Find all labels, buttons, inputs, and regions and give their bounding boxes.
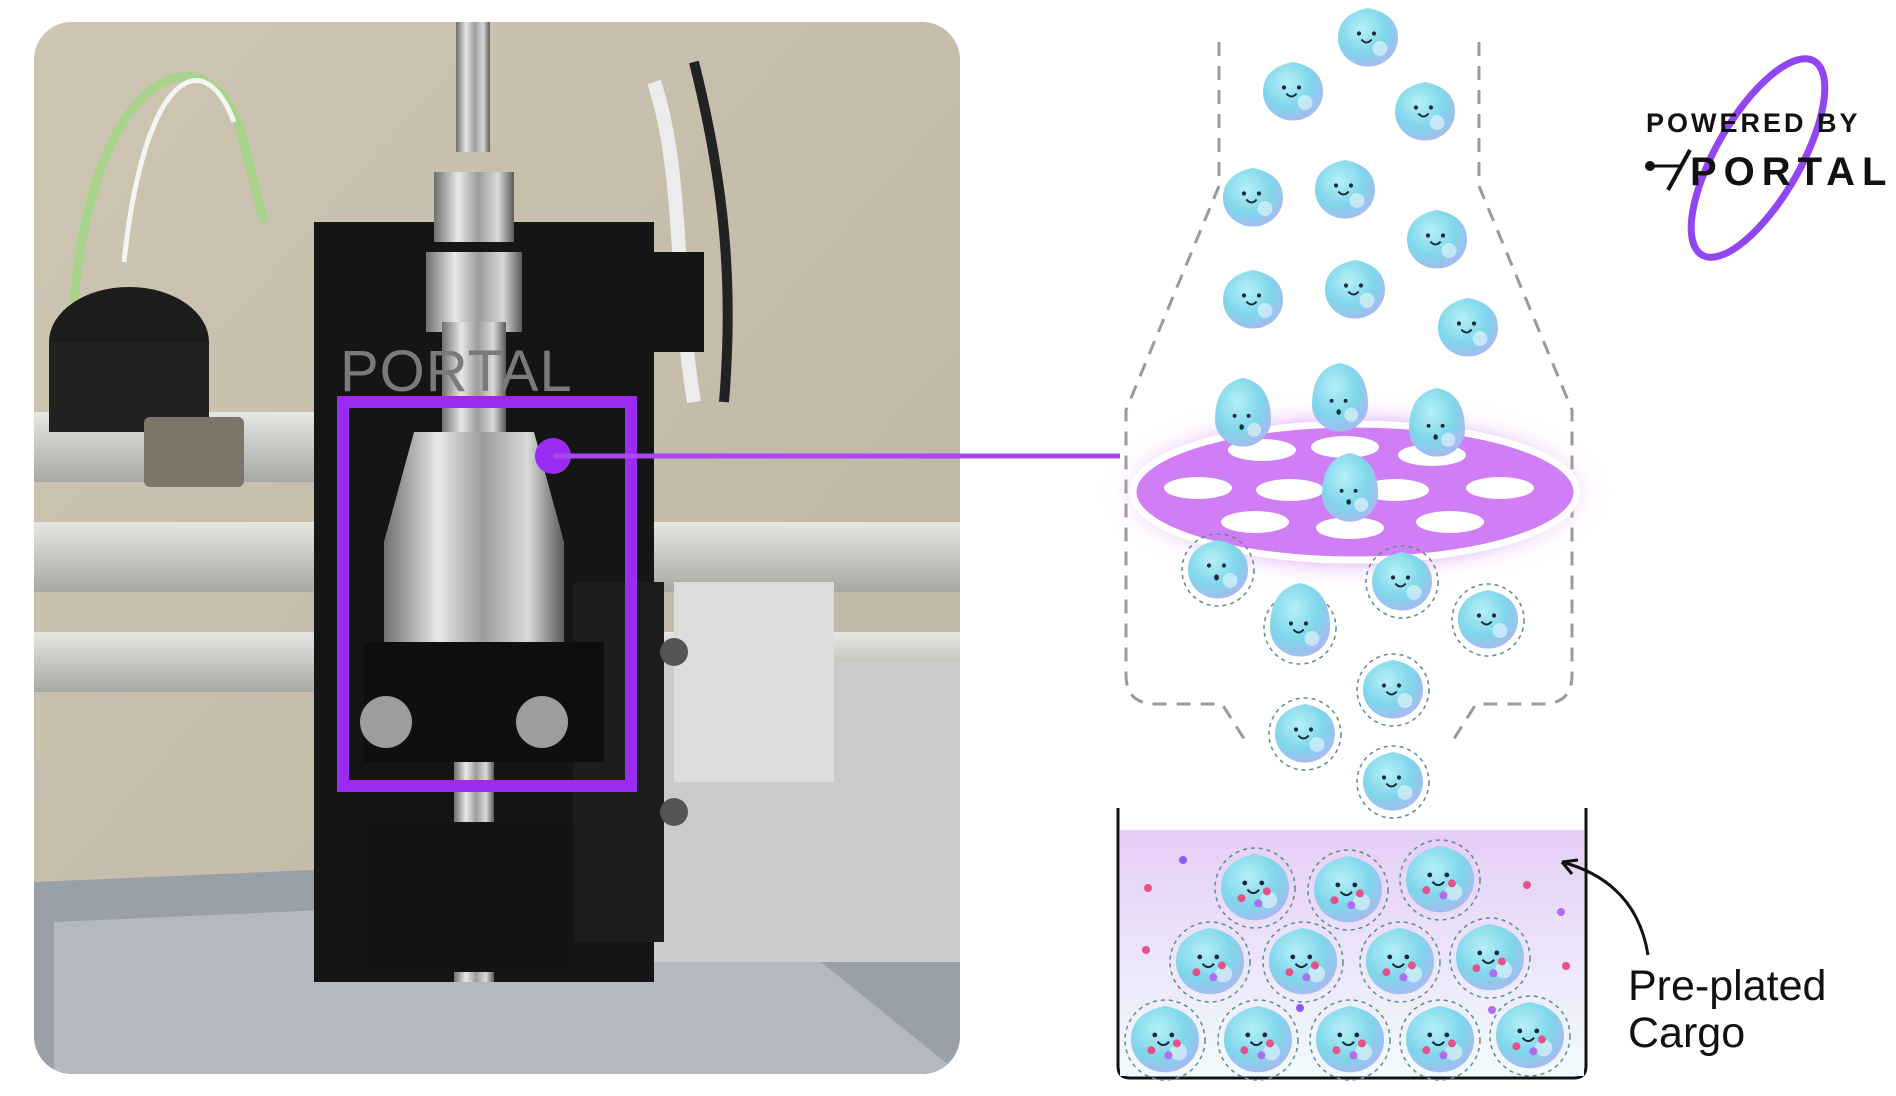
cell xyxy=(1356,653,1430,727)
arrowhead-icon xyxy=(1560,858,1579,875)
powered-by-label: POWERED BY xyxy=(1646,108,1861,138)
cargo-dot xyxy=(1562,962,1570,970)
cell xyxy=(1359,921,1441,1003)
cell xyxy=(1438,298,1498,357)
cell xyxy=(1263,583,1337,665)
cell-group xyxy=(1124,8,1571,1081)
cell xyxy=(1309,999,1391,1081)
cell xyxy=(1356,745,1430,819)
cell xyxy=(1124,999,1206,1081)
cargo-dot xyxy=(1142,946,1150,954)
cell xyxy=(1217,999,1299,1081)
cell xyxy=(1307,849,1389,931)
cargo-dot xyxy=(1488,1006,1496,1014)
housing-label: PORTAL xyxy=(340,339,573,404)
cell xyxy=(1215,378,1271,447)
logo-slash-icon xyxy=(1666,149,1692,191)
cell xyxy=(1365,545,1439,619)
cargo-label-line1: Pre-plated xyxy=(1628,962,1827,1010)
cell xyxy=(1315,160,1375,219)
cargo-label-line2: Cargo xyxy=(1628,1009,1746,1057)
cargo-label: Pre-plated Cargo xyxy=(1628,963,1826,1057)
cell xyxy=(1223,168,1283,227)
cell xyxy=(1181,533,1255,607)
cell xyxy=(1399,999,1481,1081)
device-photo-illustration xyxy=(34,22,960,1074)
cell xyxy=(1169,921,1251,1003)
cargo-dot xyxy=(1557,908,1565,916)
cargo-dot xyxy=(1296,1004,1304,1012)
cell xyxy=(1407,210,1467,269)
channel-outline xyxy=(1124,42,1574,746)
device-photo: PORTAL xyxy=(34,22,960,1074)
cell xyxy=(1223,270,1283,329)
cell xyxy=(1268,697,1342,771)
cell xyxy=(1409,388,1465,457)
highlight-box xyxy=(337,396,637,792)
cargo-dot xyxy=(1144,884,1152,892)
cell xyxy=(1322,453,1378,522)
cell xyxy=(1325,260,1385,319)
cell xyxy=(1338,8,1398,67)
cell xyxy=(1262,921,1344,1003)
cargo-dot xyxy=(1179,856,1187,864)
curved-arrow-icon xyxy=(1561,860,1650,956)
portal-brand-label: PORTAL xyxy=(1690,150,1894,194)
cargo-dot xyxy=(1523,881,1531,889)
cell xyxy=(1489,995,1571,1077)
cell xyxy=(1451,583,1525,657)
well-outline xyxy=(1116,808,1588,1080)
portal-ring-logo xyxy=(1687,55,1829,261)
logo-dot-icon xyxy=(1645,161,1655,171)
cell xyxy=(1395,82,1455,141)
cell xyxy=(1214,847,1296,929)
cell xyxy=(1312,363,1368,432)
cell xyxy=(1399,839,1481,921)
cell xyxy=(1449,917,1531,999)
cell xyxy=(1263,62,1323,121)
